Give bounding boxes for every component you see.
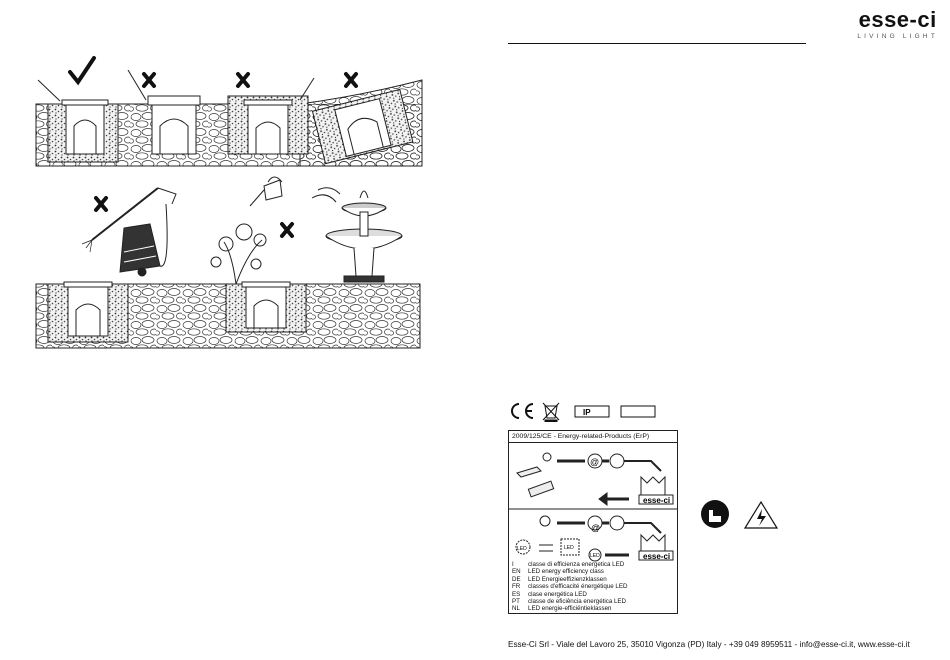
fixture-raised [127, 69, 201, 155]
weee-bin-icon [542, 402, 560, 422]
brand-name: esse-ci [858, 7, 937, 32]
cross-icon [280, 222, 294, 238]
at-icon: @ [591, 523, 600, 533]
erp-box: 2009/125/CE - Energy-related-Products (E… [508, 430, 678, 614]
class-rating-box [620, 405, 656, 418]
watering-can-icon [249, 176, 283, 207]
footer-contact: Esse-Ci Srl - Viale del Lavoro 25, 35010… [508, 640, 910, 649]
erp-logo-1: esse-ci [643, 496, 670, 505]
safety-symbols [701, 500, 779, 529]
fixture-flush [37, 79, 119, 163]
ce-mark-icon [511, 403, 534, 419]
phone-icon [609, 515, 625, 531]
erp-title: 2009/125/CE - Energy-related-Products (E… [509, 431, 677, 443]
fixture-bottom-left [47, 281, 129, 343]
fixture-recessed [227, 95, 309, 155]
brand-logo: esse-ci LIVING LIGHT [857, 7, 938, 41]
led-label-1: LED [517, 546, 527, 552]
erp-section-fixture: @ [516, 452, 674, 506]
ip-rating-box: IP [574, 405, 610, 418]
brand-tagline: LIVING LIGHT [857, 33, 938, 40]
led-label-2: LED [564, 545, 574, 551]
cross-icon [142, 72, 156, 88]
electric-hazard-icon [743, 500, 779, 529]
installation-illustration [35, 56, 423, 349]
fixture-tilted [311, 88, 414, 165]
ip-label: IP [583, 408, 591, 417]
at-icon: @ [590, 457, 599, 467]
factory-icon [640, 475, 666, 495]
erp-logo-2: esse-ci [643, 552, 670, 561]
header-rule [508, 43, 806, 44]
check-icon [68, 56, 96, 86]
erp-recycling-diagram: @ esse-ci @ LED LED [509, 452, 677, 562]
pressure-washer-icon [81, 187, 177, 277]
erp-section-led [515, 515, 674, 562]
cross-icon [344, 72, 358, 88]
hand-warning-icon [701, 500, 729, 528]
fountain-icon [311, 187, 403, 283]
certification-symbols: IP [511, 402, 656, 422]
fixture-bottom-middle [225, 281, 307, 333]
cross-icon [94, 196, 108, 212]
phone-icon [609, 453, 625, 469]
factory-icon [640, 533, 666, 551]
plant-drawing [210, 223, 267, 285]
cross-icon [236, 72, 250, 88]
led-label-3: LED [590, 553, 600, 559]
